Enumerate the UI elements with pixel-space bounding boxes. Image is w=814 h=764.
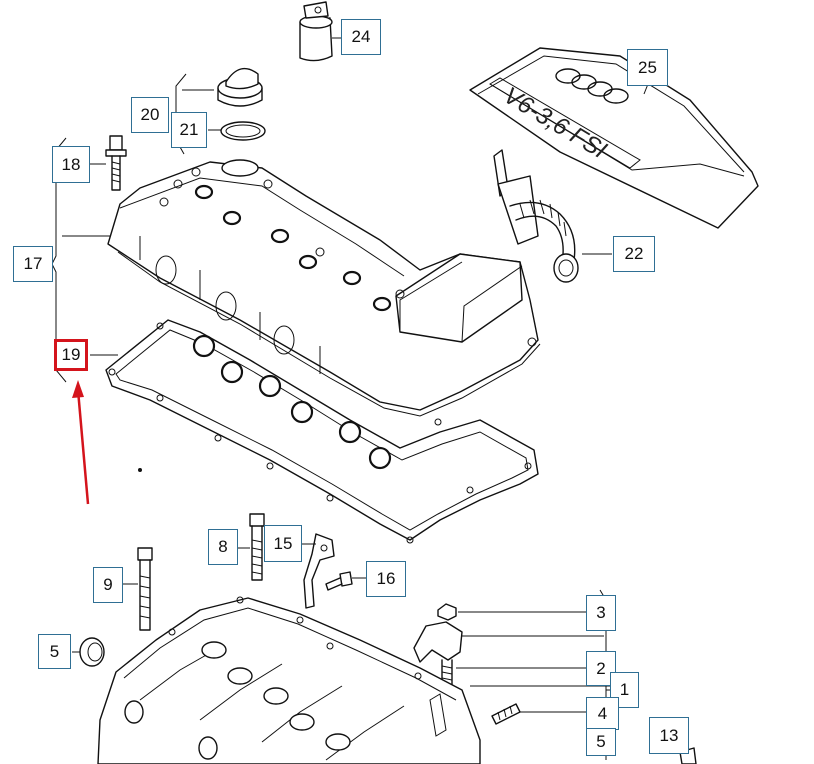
callout-15[interactable]: 15 — [264, 525, 302, 562]
callout-19-selected[interactable]: 19 — [54, 339, 88, 371]
callout-8[interactable]: 8 — [208, 529, 238, 565]
part-3-nut — [437, 603, 586, 621]
part-17-valve-cover — [62, 159, 541, 417]
cylinder-head — [97, 596, 481, 764]
part-9-bolt — [122, 547, 153, 631]
part-15-bracket — [300, 533, 335, 609]
part-19-gasket — [90, 319, 539, 544]
part-21-seal-ring — [208, 121, 266, 141]
callout-22[interactable]: 22 — [613, 236, 655, 272]
callout-3[interactable]: 3 — [586, 595, 616, 631]
part-5-plug — [72, 637, 105, 667]
part-8-bolt — [236, 513, 265, 581]
red-indicator-arrow — [72, 380, 90, 505]
callout-24[interactable]: 24 — [341, 19, 381, 55]
part-16-bolt — [325, 571, 368, 591]
callout-18[interactable]: 18 — [52, 146, 90, 183]
callout-20[interactable]: 20 — [131, 97, 169, 133]
callout-25[interactable]: 25 — [627, 49, 668, 86]
callout-4[interactable]: 4 — [586, 697, 619, 730]
part-25-engine-cover — [469, 47, 759, 229]
callout-5-bottom[interactable]: 5 — [586, 728, 616, 756]
callout-16[interactable]: 16 — [366, 561, 406, 597]
stray-dot — [138, 468, 142, 472]
part-20-oil-filler-cap — [182, 67, 263, 107]
callout-5-left[interactable]: 5 — [38, 634, 71, 669]
part-4-stud — [491, 703, 586, 725]
part-22-breather-hose — [493, 149, 612, 283]
callout-21[interactable]: 21 — [171, 112, 207, 148]
part-24-sensor — [299, 1, 342, 62]
part-18-bolt — [90, 135, 127, 191]
part-2-stud — [441, 659, 610, 687]
callout-17[interactable]: 17 — [13, 246, 53, 282]
callout-13[interactable]: 13 — [649, 717, 689, 754]
callout-9[interactable]: 9 — [93, 567, 123, 603]
